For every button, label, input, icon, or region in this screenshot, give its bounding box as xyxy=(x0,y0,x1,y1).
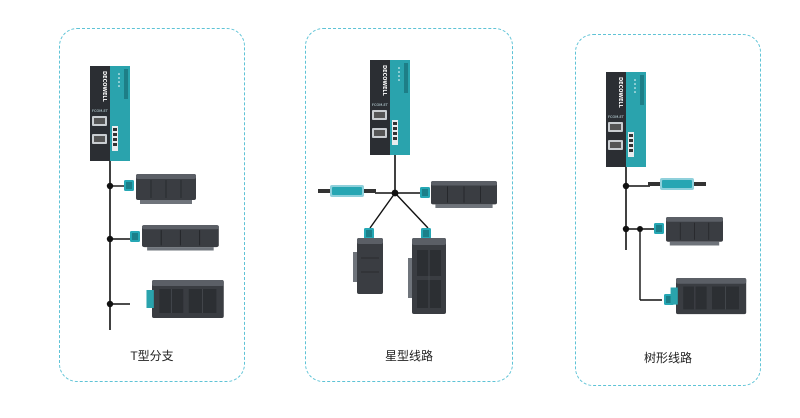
t-drive-unit-1 xyxy=(135,173,197,205)
controller-model-label: FCOM-ET xyxy=(92,109,109,113)
tree-topology xyxy=(606,72,747,315)
t-drive-unit-3 xyxy=(145,279,225,319)
t-junction-node xyxy=(106,182,114,190)
star-inline-adapter xyxy=(318,185,376,197)
star-drive-unit-right xyxy=(430,180,498,209)
topology-panel-tree xyxy=(575,34,761,386)
t-junction-node xyxy=(106,300,114,308)
controller-brand-label: DECOWELL xyxy=(617,77,623,109)
topology-panel-t-branch xyxy=(59,28,245,382)
tree-junction-node xyxy=(622,182,630,190)
t-junction-node xyxy=(106,235,114,243)
caption-star: 星型线路 xyxy=(384,349,434,363)
tree-drive-unit-1 xyxy=(665,216,724,246)
t-controller-module xyxy=(90,66,130,161)
topology-panel-star xyxy=(305,28,513,382)
controller-brand-label: DECOWELL xyxy=(101,71,107,103)
tree-junction-node xyxy=(622,225,630,233)
star-topology xyxy=(318,60,498,314)
caption-t-branch: T型分支 xyxy=(130,349,174,363)
star-drive-unit-bottom xyxy=(408,238,446,314)
controller-model-label: FCOM-ET xyxy=(608,115,625,119)
tree-drive-unit-2 xyxy=(670,277,747,315)
t-drive-unit-2 xyxy=(141,224,220,252)
t-branch-topology xyxy=(90,66,225,330)
star-controller-module xyxy=(370,60,410,155)
tree-controller-module xyxy=(606,72,646,167)
controller-brand-label: DECOWELL xyxy=(381,65,387,97)
caption-tree: 树形线路 xyxy=(643,351,693,365)
star-hub-node xyxy=(391,189,399,197)
tree-inline-adapter xyxy=(648,178,706,190)
controller-model-label: FCOM-ET xyxy=(372,103,389,107)
star-drive-unit-left xyxy=(352,237,384,295)
